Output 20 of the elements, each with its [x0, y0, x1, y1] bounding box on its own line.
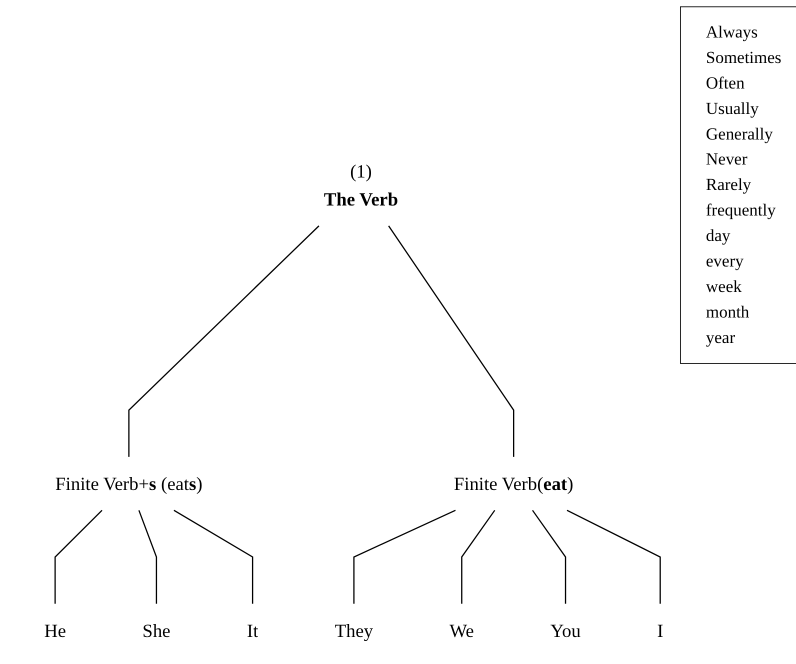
node-text: We [450, 620, 474, 642]
connector [128, 225, 320, 457]
connector [353, 510, 456, 604]
node-text: She [142, 620, 170, 642]
node-text: Finite Verb(eat) [454, 472, 574, 494]
node-box: Always Sometimes Often Usually Generally Never Rarely frequently day every week month year [680, 6, 796, 364]
node-text: It [246, 620, 258, 642]
node-text: You [550, 620, 581, 642]
connector [138, 510, 158, 604]
connector [174, 510, 254, 604]
node-text: They [334, 620, 374, 642]
node-text: Finite Verb+s (eats) [55, 472, 202, 494]
connector [54, 510, 102, 604]
connector [532, 510, 566, 604]
connector [566, 510, 661, 604]
node-text: He [44, 620, 66, 642]
connector [388, 226, 514, 457]
connector [461, 510, 496, 604]
node-text: (1) The Verb [324, 160, 398, 210]
node-text: I [657, 620, 664, 642]
